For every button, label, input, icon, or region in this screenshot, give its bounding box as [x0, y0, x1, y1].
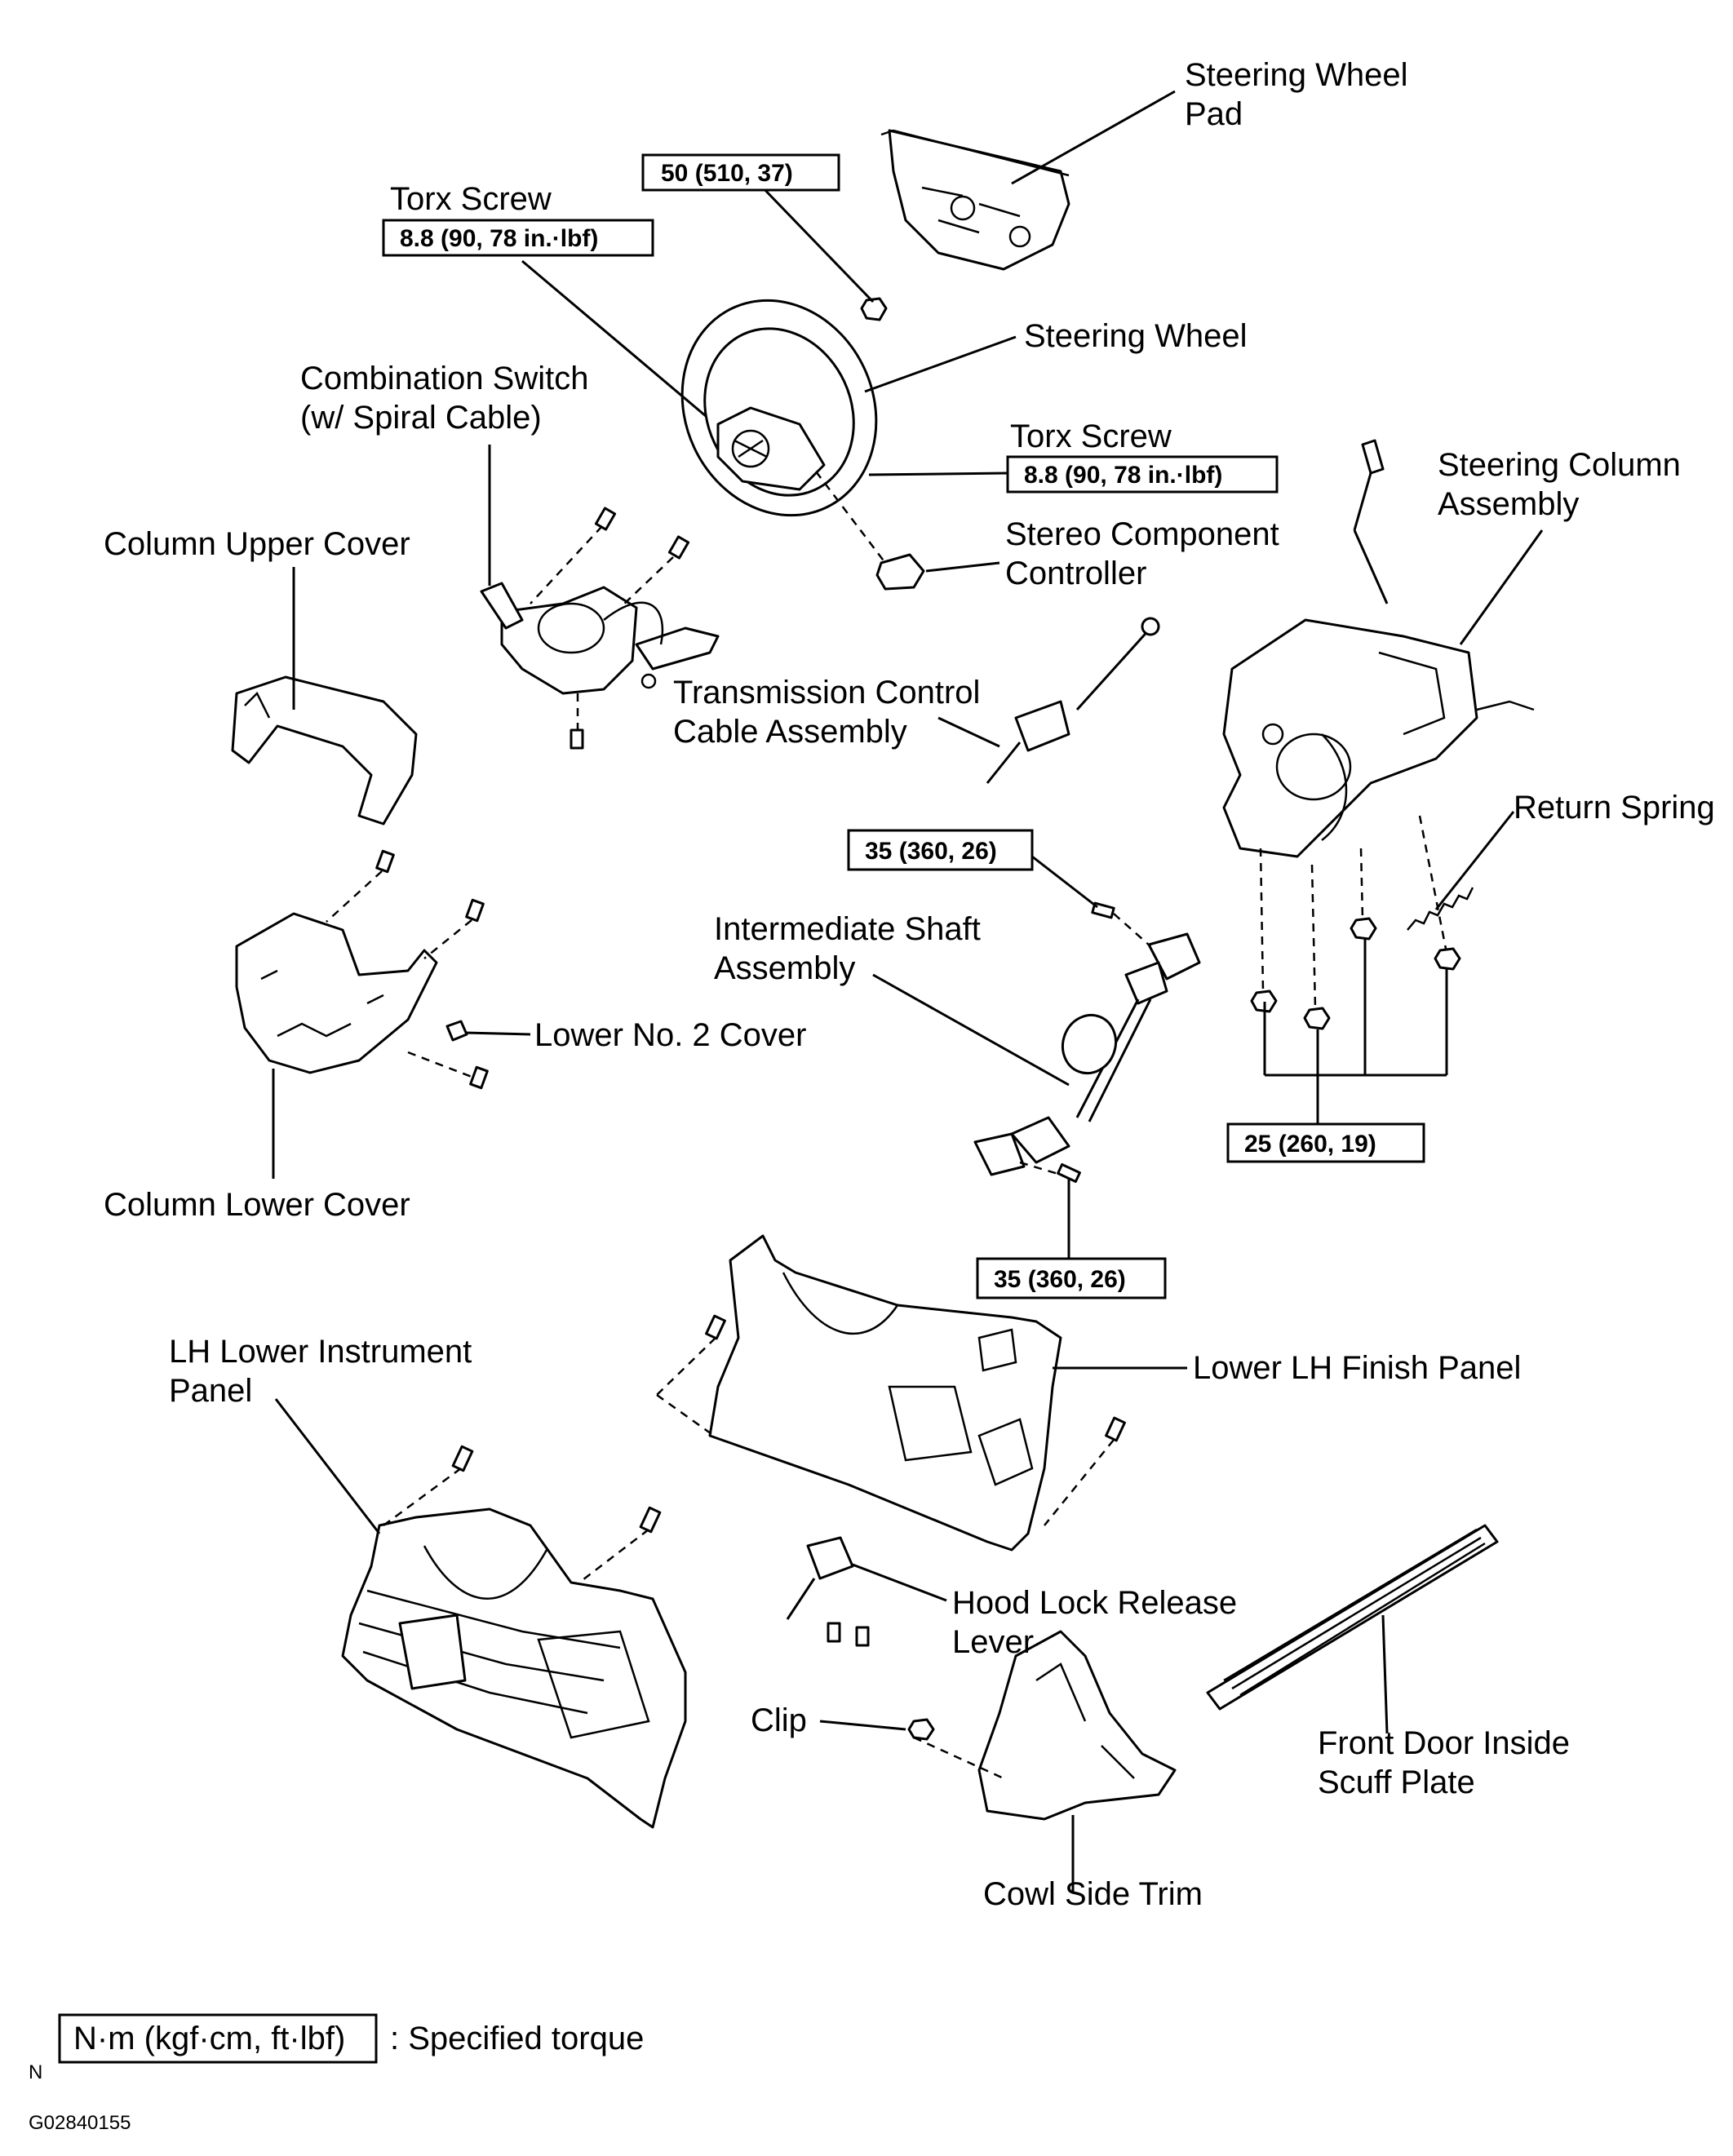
steering-wheel-part — [680, 299, 878, 517]
steering-column-assembly-label: Steering Column Assembly — [1438, 447, 1690, 522]
svg-text:35 (360, 26): 35 (360, 26) — [994, 1266, 1126, 1293]
steering-wheel-pad-part — [880, 129, 1070, 271]
column-mount-nuts — [1250, 917, 1461, 1030]
torque-box-shaft-upper: 35 (360, 26) — [847, 829, 1034, 871]
steering-wheel-label: Steering Wheel — [1024, 318, 1247, 354]
lower-no2-cover-part — [445, 1020, 468, 1042]
svg-text:8.8 (90, 78 in.·lbf): 8.8 (90, 78 in.·lbf) — [400, 225, 598, 252]
front-door-scuff-plate-label: Front Door Inside Scuff Plate — [1318, 1725, 1579, 1800]
cowl-side-trim-part — [977, 1630, 1177, 1821]
column-lower-cover-part — [235, 912, 438, 1074]
column-cover-screws — [375, 849, 489, 1090]
front-door-scuff-plate-part — [1206, 1524, 1499, 1711]
lh-lower-instrument-panel-label: LH Lower Instrument Panel — [169, 1334, 481, 1409]
lh-lower-instrument-panel-part — [341, 1507, 687, 1829]
legend-description: : Specified torque — [390, 2021, 644, 2056]
figure-id: G02840155 — [29, 2112, 131, 2134]
column-lower-cover-label: Column Lower Cover — [104, 1187, 410, 1223]
torque-box-torx-right: 8.8 (90, 78 in.·lbf) — [1006, 455, 1279, 494]
torque-legend: N·m (kgf·cm, ft·lbf) : Specified torque — [58, 2013, 644, 2064]
combination-switch-screws — [570, 507, 690, 750]
lower-lh-finish-panel-label: Lower LH Finish Panel — [1193, 1350, 1521, 1386]
stereo-controller-part — [875, 553, 925, 591]
hood-lock-release-lever-part — [786, 1536, 870, 1647]
torx-screw-right-label: Torx Screw — [1010, 418, 1172, 454]
legend-unit-box: N·m (kgf·cm, ft·lbf) — [73, 2021, 345, 2056]
steering-wheel-pad-label: Steering Wheel Pad — [1185, 57, 1417, 132]
svg-text:8.8 (90, 78 in.·lbf): 8.8 (90, 78 in.·lbf) — [1024, 462, 1222, 489]
north-mark: N — [29, 2061, 42, 2083]
svg-text:35 (360, 26): 35 (360, 26) — [865, 838, 997, 865]
svg-text:25 (260, 19): 25 (260, 19) — [1244, 1131, 1376, 1158]
torque-box-column-nuts: 25 (260, 19) — [1226, 1122, 1425, 1163]
torque-box-shaft-lower: 35 (360, 26) — [976, 1257, 1167, 1299]
combination-switch-part — [480, 582, 720, 695]
lower-lh-finish-panel-part — [708, 1234, 1062, 1552]
pad-nut-part — [860, 297, 888, 321]
column-upper-cover-part — [231, 675, 418, 826]
cowl-side-trim-label: Cowl Side Trim — [983, 1876, 1203, 1912]
intermediate-shaft-label: Intermediate Shaft Assembly — [714, 911, 990, 986]
torque-box-pad-nut: 50 (510, 37) — [641, 153, 840, 192]
leader-lines — [272, 90, 1544, 1893]
torque-box-torx-top: 8.8 (90, 78 in.·lbf) — [382, 219, 654, 257]
torx-screw-top-label: Torx Screw — [390, 181, 552, 217]
finish-panel-screws — [705, 1314, 1126, 1442]
assembly-lines — [326, 471, 1447, 1780]
clip-part — [907, 1718, 935, 1741]
intermediate-shaft-bolts — [1057, 901, 1115, 1184]
return-spring-label: Return Spring — [1514, 790, 1715, 826]
svg-text:50 (510, 37): 50 (510, 37) — [661, 160, 793, 187]
clip-label: Clip — [751, 1702, 807, 1738]
column-upper-cover-label: Column Upper Cover — [104, 526, 410, 562]
lower-no2-cover-label: Lower No. 2 Cover — [534, 1017, 806, 1053]
intermediate-shaft-part — [973, 932, 1201, 1176]
return-spring-part — [1407, 887, 1474, 931]
transmission-cable-part — [986, 617, 1160, 784]
hood-lock-release-lever-label: Hood Lock Release Lever — [952, 1585, 1246, 1660]
stereo-component-controller-label: Stereo Component Controller — [1005, 516, 1288, 591]
transmission-control-cable-label: Transmission Control Cable Assembly — [673, 675, 990, 750]
combination-switch-label: Combination Switch (w/ Spiral Cable) — [300, 361, 598, 436]
steering-column-part — [1222, 439, 1535, 858]
lh-panel-screws — [451, 1445, 662, 1534]
